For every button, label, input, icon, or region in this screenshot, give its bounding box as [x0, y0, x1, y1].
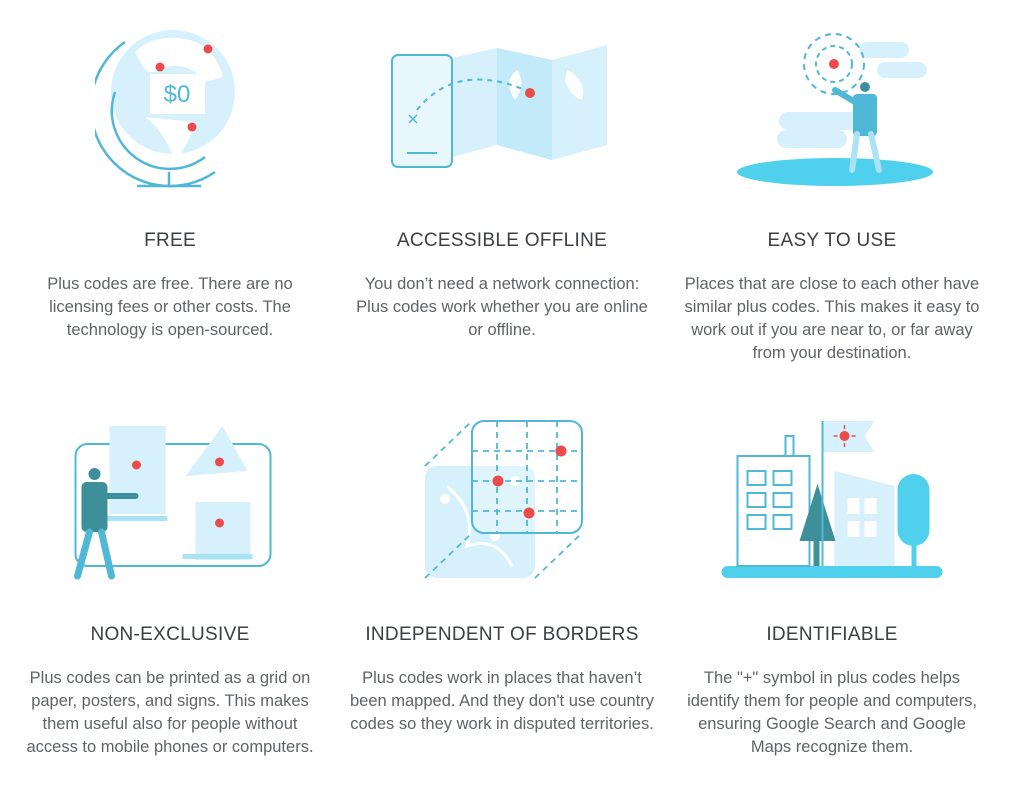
- grid-map-icon: [417, 416, 587, 586]
- feature-title: ACCESSIBLE OFFLINE: [396, 230, 608, 251]
- feature-description: Plus codes work in places that haven’t b…: [349, 669, 655, 733]
- feature-description: You don’t need a network connection: Plu…: [356, 275, 648, 339]
- price-label: $0: [164, 81, 191, 108]
- person-posters-icon: [68, 416, 273, 586]
- feature-title: IDENTIFIABLE: [766, 624, 898, 645]
- feature-title: NON-EXCLUSIVE: [90, 624, 250, 645]
- feature-description: The "+" symbol in plus codes helps ident…: [687, 669, 977, 756]
- feature-title: FREE: [144, 230, 196, 251]
- person-location-icon: [727, 22, 937, 192]
- globe-price-icon: $0: [89, 22, 245, 192]
- feature-description: Plus codes can be printed as a grid on p…: [26, 669, 314, 756]
- feature-title: INDEPENDENT OF BORDERS: [365, 624, 639, 645]
- feature-description: Places that are close to each other have…: [684, 275, 980, 362]
- feature-description: Plus codes are free. There are no licens…: [47, 275, 293, 339]
- feature-title: EASY TO USE: [767, 230, 897, 251]
- phone-map-icon: [387, 40, 617, 175]
- city-flag-icon: [720, 416, 945, 586]
